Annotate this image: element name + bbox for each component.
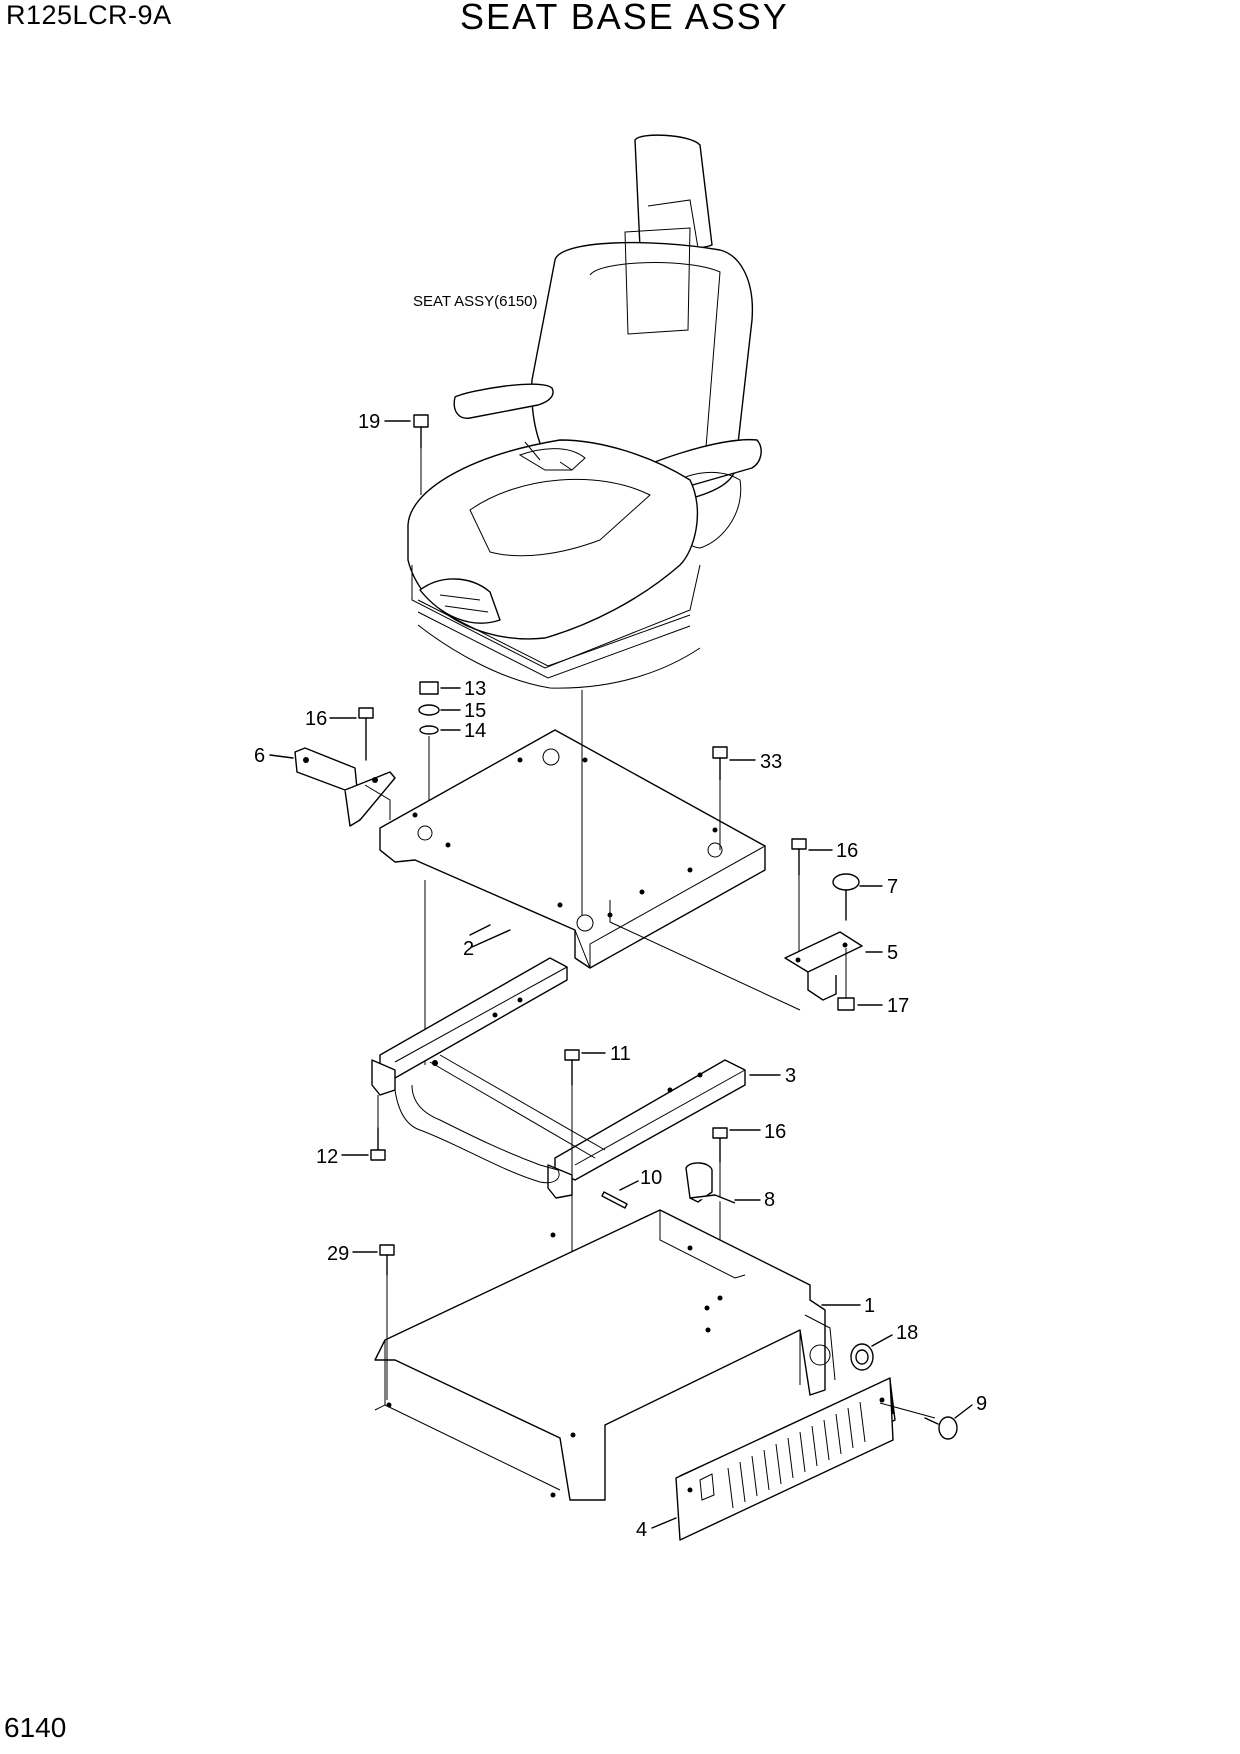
callout-16-left: 16 [305,708,327,730]
callout-4: 4 [636,1519,647,1541]
bolt-29 [352,1244,395,1400]
callout-3: 3 [785,1065,796,1087]
callout-15: 15 [464,700,486,722]
callout-6: 6 [254,745,265,767]
bolt-12 [341,1095,386,1161]
callout-17: 17 [887,995,909,1017]
pin-10 [601,1180,639,1209]
callout-7: 7 [887,876,898,898]
mount-plate-2 [364,690,801,1065]
screw-9 [924,1404,973,1440]
callout-2: 2 [463,938,474,960]
callout-1: 1 [864,1295,875,1317]
grommet-18 [850,1334,893,1371]
bracket-6 [269,747,396,827]
callout-10: 10 [640,1167,662,1189]
callout-18: 18 [896,1322,918,1344]
knob-7 [832,873,883,921]
callout-13: 13 [464,678,486,700]
bracket-5 [784,931,883,1001]
nut-17 [837,948,883,1011]
cover-8 [685,1162,761,1204]
model-number: R125LCR-9A [6,0,172,30]
seat-stand-1 [374,1209,861,1501]
callout-33: 33 [760,751,782,773]
seat-assembly [407,134,762,689]
seat-assy-reference: SEAT ASSY(6150) [413,293,538,310]
callout-9: 9 [976,1393,987,1415]
bolt-16-left [329,707,374,761]
slide-rails-3 [371,924,781,1199]
nut-washers-13-15-14 [418,681,461,840]
bolt-33 [712,746,756,850]
callout-19: 19 [358,411,380,433]
vent-cover-4 [651,1377,936,1541]
callout-16-lower: 16 [764,1121,786,1143]
callout-8: 8 [764,1189,775,1211]
page-title: SEAT BASE ASSY [460,0,789,37]
callout-12: 12 [316,1146,338,1168]
callout-29: 29 [327,1243,349,1265]
callout-labels: 19 13 15 14 16 6 33 16 7 2 5 17 11 3 12 … [254,411,987,1541]
bolt-19 [384,414,429,495]
bolt-16-right [791,838,833,960]
callout-5: 5 [887,942,898,964]
page-number: 6140 [4,1712,67,1743]
callout-14: 14 [464,720,486,742]
callout-16-right: 16 [836,840,858,862]
callout-11: 11 [610,1043,631,1065]
